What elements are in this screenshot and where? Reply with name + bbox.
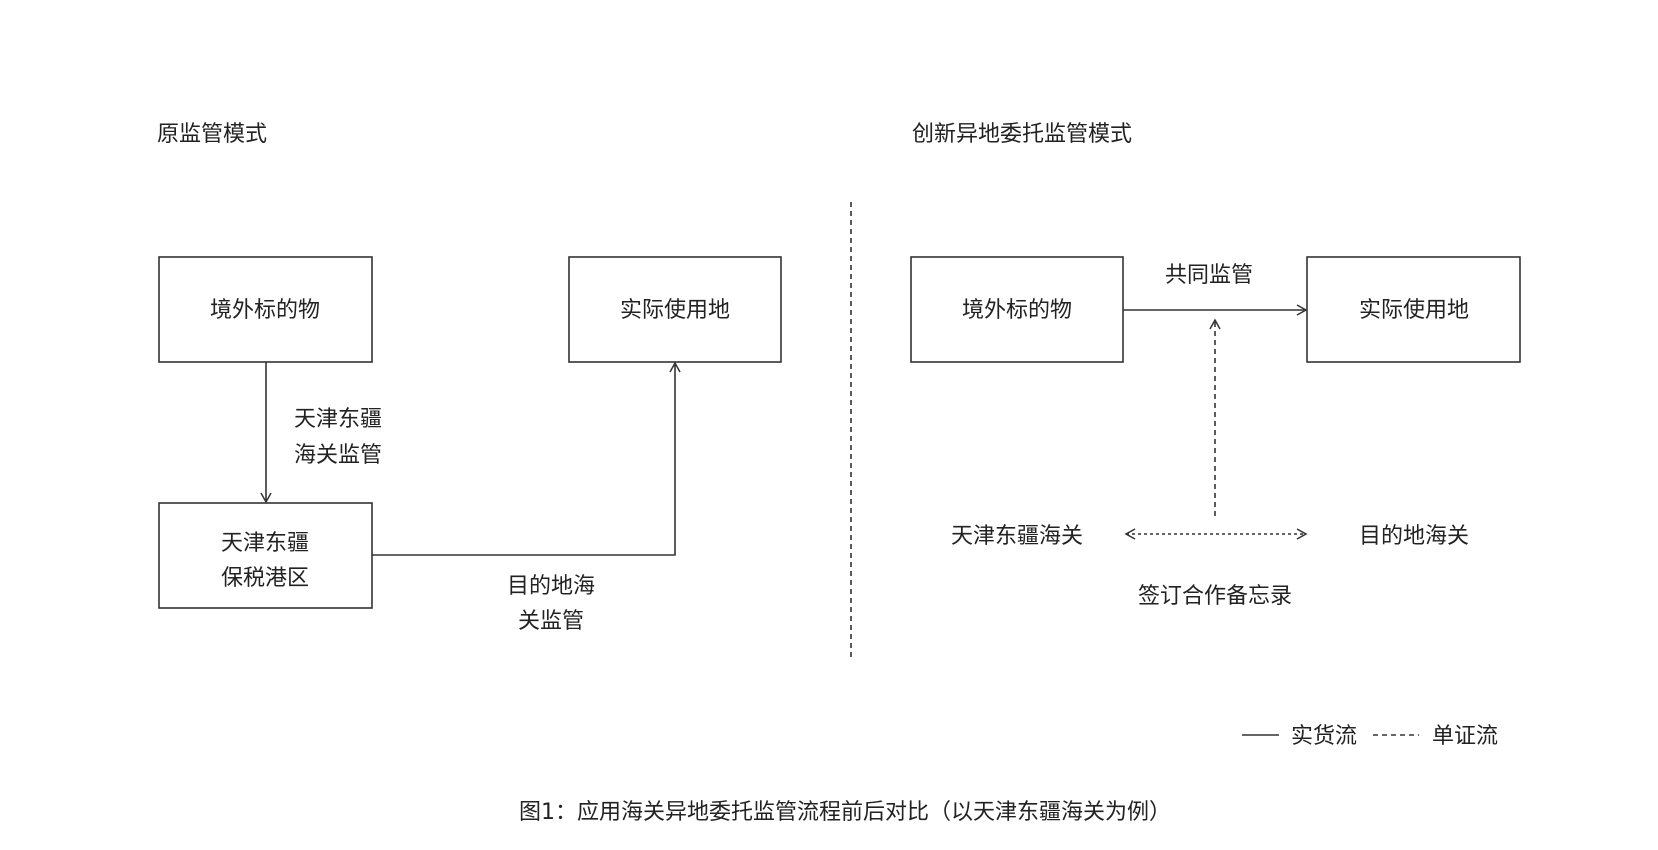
arrow1-label-line2: 海关监管 <box>294 443 382 468</box>
arrow-bonded-to-destination <box>372 361 681 556</box>
agreement-label: 签订合作备忘录 <box>1138 584 1292 609</box>
joint-supervision-label: 共同监管 <box>1165 263 1253 288</box>
right-origin-box <box>910 256 1124 363</box>
legend-dashed-label: 单证流 <box>1432 724 1498 749</box>
right-destination-box <box>1306 256 1521 363</box>
left-origin-box <box>158 256 373 363</box>
customs-right-label: 目的地海关 <box>1359 524 1469 549</box>
left-origin-label: 境外标的物 <box>210 298 320 323</box>
bonded-zone-label-line1: 天津东疆 <box>221 531 309 556</box>
right-panel-title: 创新异地委托监管模式 <box>912 122 1132 147</box>
customs-left-label: 天津东疆海关 <box>951 524 1083 549</box>
arrow2-label-line1: 目的地海 <box>507 574 595 599</box>
arrow2-label-line2: 关监管 <box>518 609 584 634</box>
arrow1-label-line1: 天津东疆 <box>294 407 382 432</box>
right-destination-label: 实际使用地 <box>1359 298 1469 323</box>
right-origin-label: 境外标的物 <box>962 298 1072 323</box>
left-panel-title: 原监管模式 <box>157 122 267 147</box>
figure-caption: 图1：应用海关异地委托监管流程前后对比（以天津东疆海关为例） <box>519 800 1171 825</box>
bonded-zone-label-line2: 保税港区 <box>221 566 309 591</box>
left-destination-box <box>568 256 782 363</box>
legend-solid-label: 实货流 <box>1291 724 1357 749</box>
left-destination-label: 实际使用地 <box>620 298 730 323</box>
